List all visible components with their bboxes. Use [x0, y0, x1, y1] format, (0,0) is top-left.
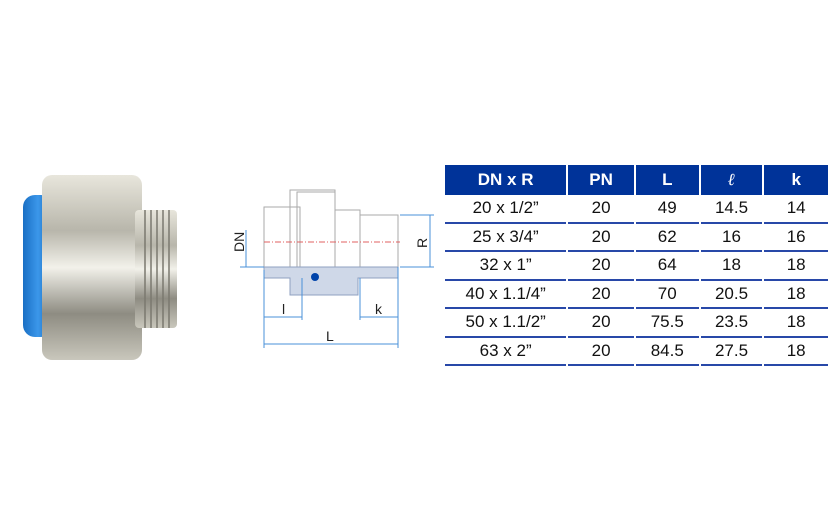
o-ring	[311, 273, 319, 281]
table-cell: 20	[568, 252, 634, 281]
table-cell: 49	[635, 195, 699, 224]
table-cell: 50 x 1.1/2”	[445, 309, 567, 338]
table-cell: 75.5	[635, 309, 699, 338]
l-total-label: L	[326, 328, 334, 344]
table-cell: 25 x 3/4”	[445, 224, 567, 252]
table-cell: 20	[568, 281, 634, 309]
threaded-end	[135, 210, 177, 328]
header-pn: PN	[568, 165, 634, 195]
k-label: k	[375, 301, 383, 317]
table-cell: 18	[764, 252, 828, 281]
table-cell: 32 x 1”	[445, 252, 567, 281]
hex-nut	[42, 175, 142, 360]
header-l: L	[635, 165, 699, 195]
l-small-label: l	[282, 301, 285, 317]
table-cell: 20	[568, 195, 634, 224]
table-cell: 20	[568, 338, 634, 366]
table-cell: 27.5	[700, 338, 763, 366]
table-cell: 63 x 2”	[445, 338, 567, 366]
table-cell: 16	[764, 224, 828, 252]
header-l-small: ℓ	[700, 165, 763, 195]
table-cell: 18	[700, 252, 763, 281]
header-dn-x-r: DN x R	[445, 165, 567, 195]
dn-label: DN	[231, 232, 247, 252]
r-label: R	[414, 238, 430, 248]
header-k: k	[764, 165, 828, 195]
table-cell: 20 x 1/2”	[445, 195, 567, 224]
table-cell: 20.5	[700, 281, 763, 309]
technical-drawing: DN R l k L	[231, 189, 434, 348]
table-cell: 18	[764, 338, 828, 366]
table-cell: 64	[635, 252, 699, 281]
table-header-row: DN x R PN L ℓ k	[445, 165, 828, 195]
table-cell: 40 x 1.1/4”	[445, 281, 567, 309]
table-cell: 16	[700, 224, 763, 252]
table-cell: 23.5	[700, 309, 763, 338]
table-cell: 62	[635, 224, 699, 252]
table-cell: 20	[568, 309, 634, 338]
table-cell: 84.5	[635, 338, 699, 366]
table-cell: 20	[568, 224, 634, 252]
table-cell: 18	[764, 281, 828, 309]
table-cell: 14	[764, 195, 828, 224]
table-cell: 14.5	[700, 195, 763, 224]
product-photo	[23, 175, 177, 360]
table-cell: 70	[635, 281, 699, 309]
table-cell: 18	[764, 309, 828, 338]
